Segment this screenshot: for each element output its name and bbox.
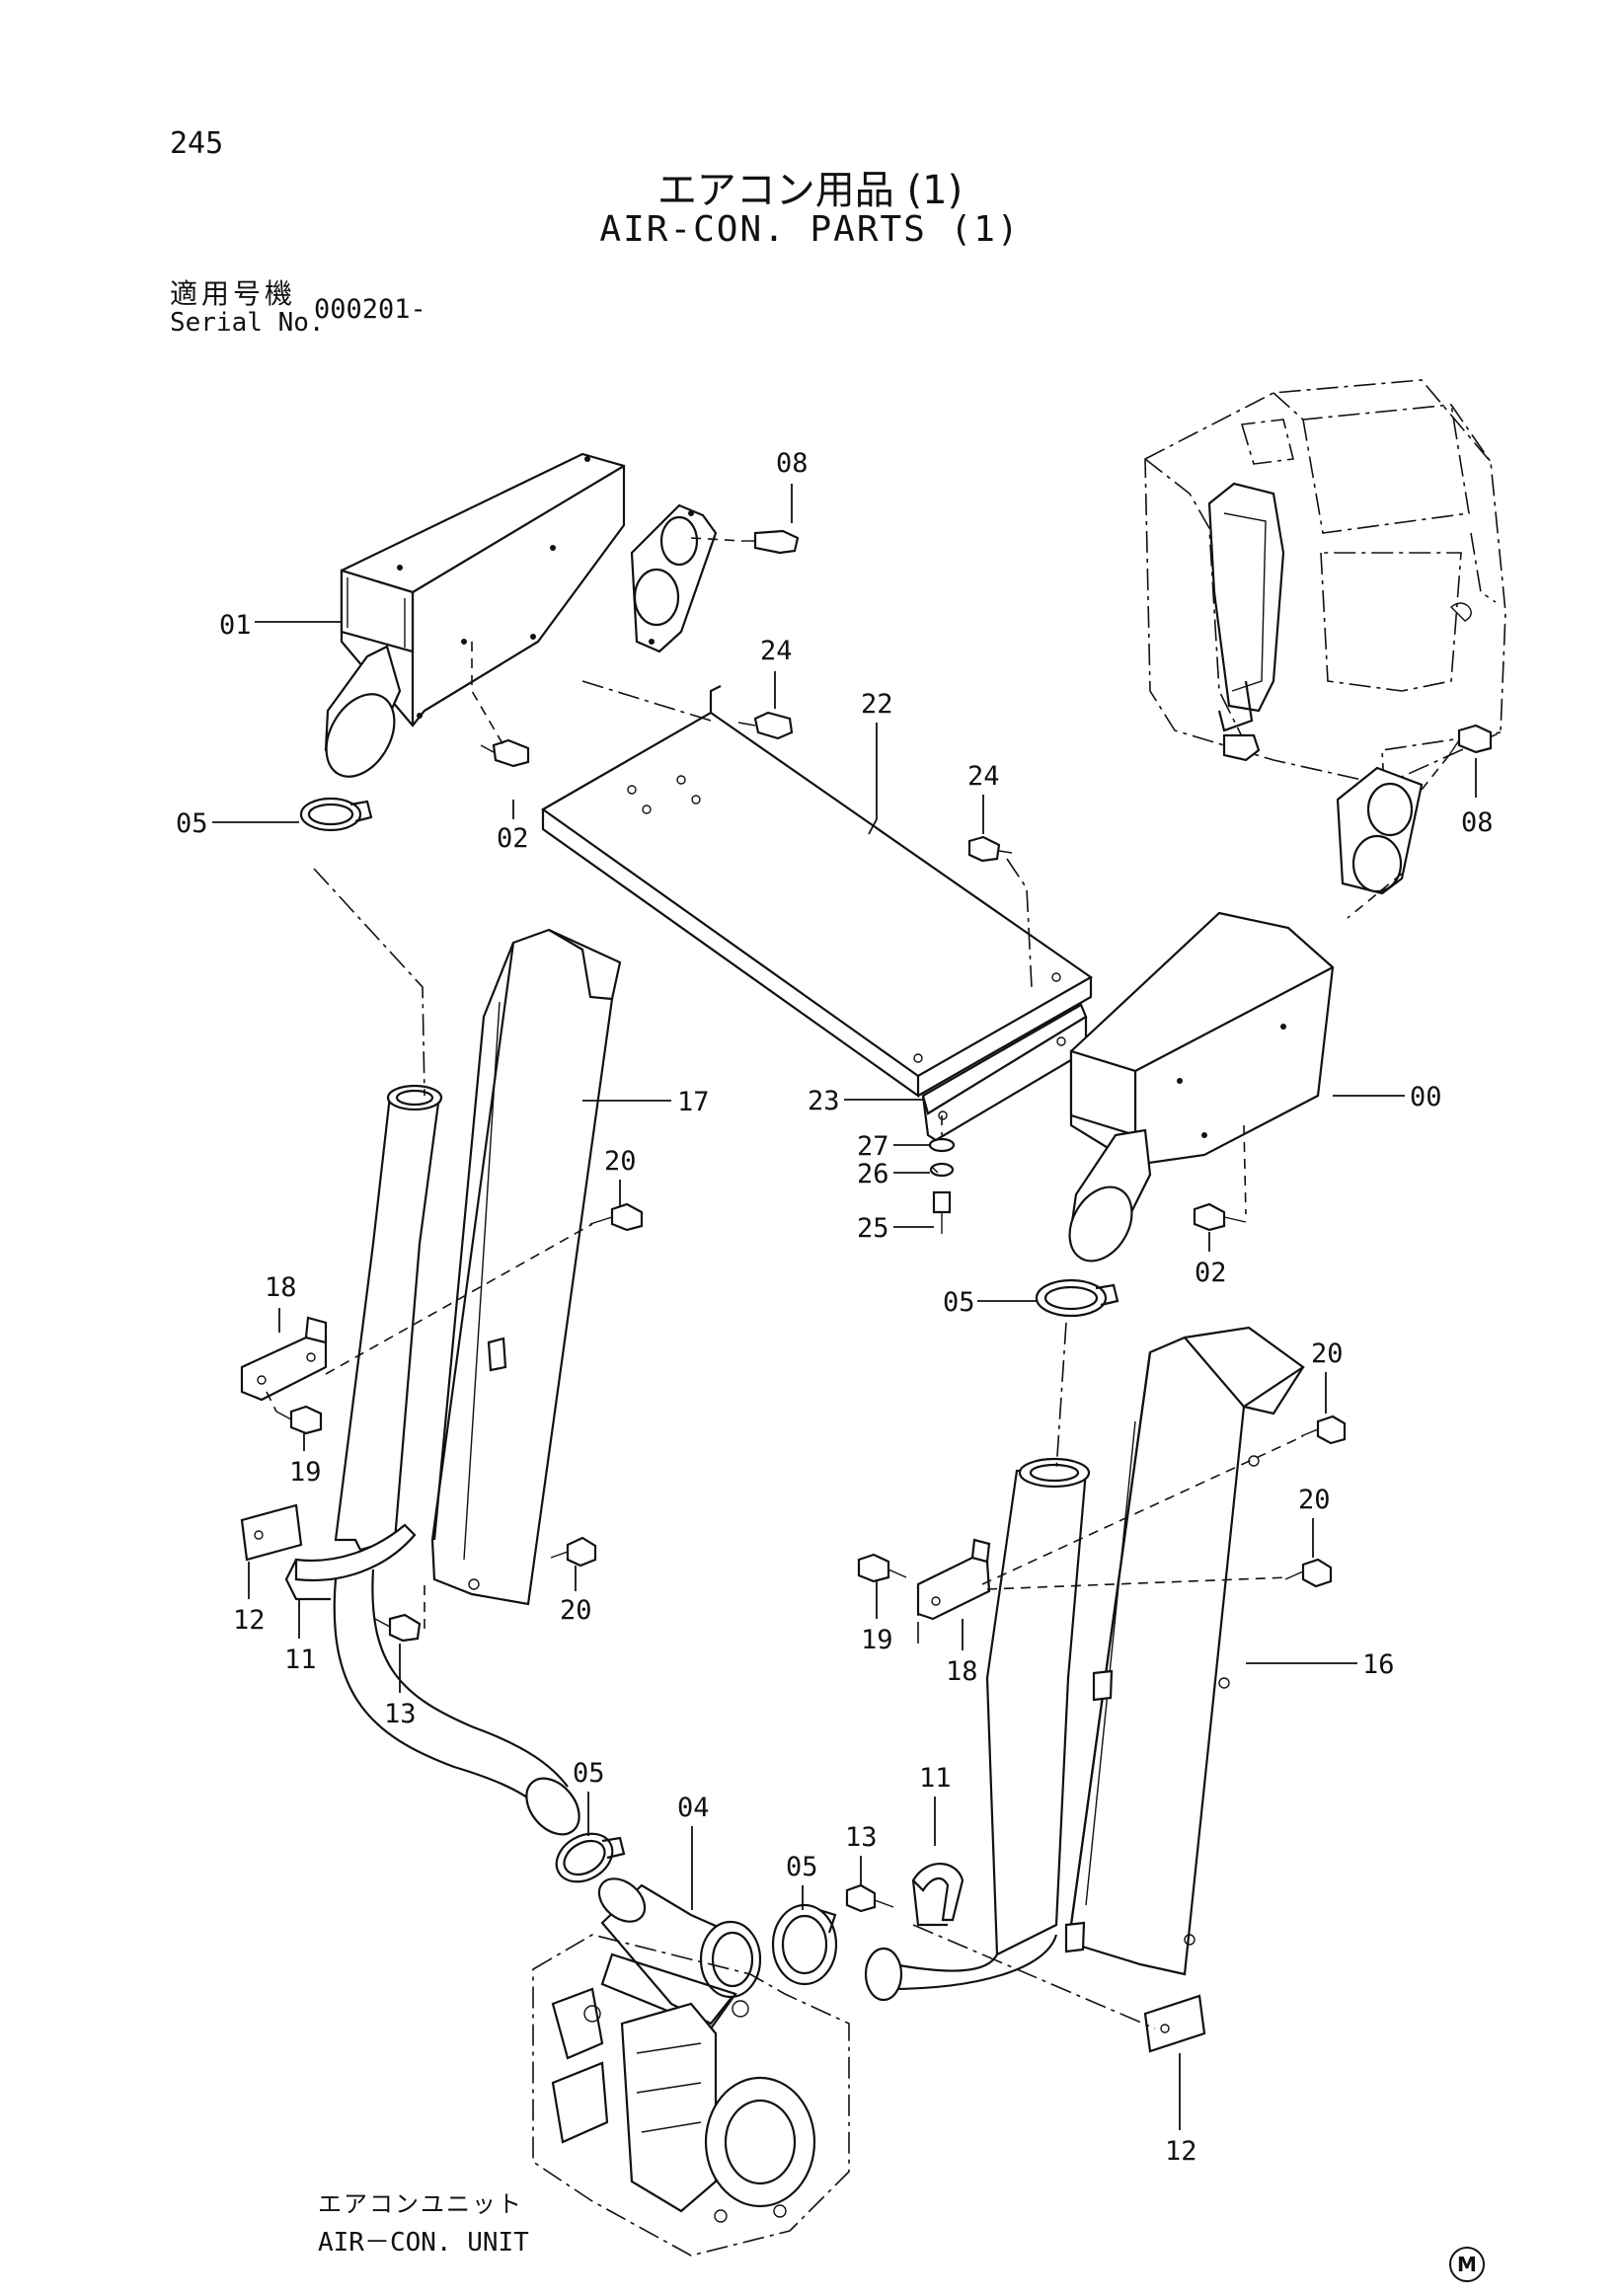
serial-label-english: Serial No. bbox=[170, 308, 325, 338]
callout: 08 bbox=[776, 448, 809, 479]
callout: 08 bbox=[1461, 807, 1494, 838]
bolt-13-left bbox=[374, 1613, 422, 1643]
washer-27 bbox=[928, 1137, 956, 1153]
bracket-18-left bbox=[240, 1316, 328, 1402]
callout: 13 bbox=[845, 1822, 878, 1853]
callout: 00 bbox=[1410, 1082, 1442, 1112]
louver-grille-upper bbox=[630, 503, 718, 653]
bolt-20-lower-left bbox=[550, 1536, 597, 1568]
callout: 20 bbox=[1311, 1339, 1344, 1369]
callout: 17 bbox=[677, 1087, 710, 1117]
callout: 20 bbox=[560, 1595, 592, 1626]
duct-cover-17 bbox=[430, 928, 622, 1606]
elbow-connector-04 bbox=[597, 1877, 762, 2026]
callout: 27 bbox=[857, 1131, 889, 1162]
air-con-unit-label-english: AIR－CON. UNIT bbox=[318, 2228, 529, 2258]
bolt-08-right bbox=[1448, 724, 1493, 756]
callout: 05 bbox=[176, 808, 208, 839]
page-number: 245 bbox=[170, 126, 224, 161]
strap-11-right bbox=[911, 1863, 964, 1927]
callout: 05 bbox=[786, 1852, 818, 1882]
hose-clamp-05-d bbox=[771, 1903, 838, 1986]
hose-clamp-05-a bbox=[299, 797, 373, 832]
duct-cover-16 bbox=[1064, 1326, 1305, 1976]
lock-washer-26 bbox=[929, 1162, 955, 1178]
bolt-24-right bbox=[967, 835, 1013, 863]
callout-labels: 08 01 24 22 05 02 24 08 17 23 00 27 26 2… bbox=[176, 448, 1494, 2167]
bolt-25 bbox=[932, 1190, 952, 1234]
callout: 24 bbox=[760, 636, 793, 666]
bolts bbox=[275, 529, 1493, 1913]
bolt-08-upper bbox=[742, 529, 800, 555]
bolt-20-right-lower bbox=[1284, 1558, 1333, 1588]
bolt-02-left bbox=[480, 738, 530, 768]
louver-grille-right bbox=[1336, 766, 1424, 895]
callout: 05 bbox=[943, 1287, 975, 1318]
callout: 02 bbox=[497, 823, 529, 854]
callout: 18 bbox=[946, 1656, 978, 1687]
callout: 20 bbox=[604, 1146, 637, 1177]
page-title-japanese: エアコン用品 (1) bbox=[656, 168, 964, 213]
bolt-19-left bbox=[275, 1405, 323, 1435]
bolt-13-right bbox=[845, 1883, 894, 1913]
bolt-19-right bbox=[857, 1553, 907, 1583]
mounting-plate-22 bbox=[540, 685, 1094, 1099]
callout: 16 bbox=[1362, 1649, 1395, 1680]
callout: 01 bbox=[219, 610, 252, 641]
strap-11-left bbox=[284, 1523, 417, 1601]
callout: 04 bbox=[677, 1793, 710, 1823]
callout: 20 bbox=[1298, 1485, 1331, 1515]
upper-right-duct-00 bbox=[1068, 911, 1335, 1263]
callout: 19 bbox=[861, 1625, 893, 1655]
air-con-unit-label-japanese: エアコンユニット bbox=[318, 2190, 523, 2218]
assembly-lines bbox=[266, 537, 1450, 2029]
callout: 05 bbox=[573, 1758, 605, 1789]
callout: 18 bbox=[265, 1272, 297, 1303]
callout: 25 bbox=[857, 1213, 889, 1244]
callout: 23 bbox=[808, 1086, 840, 1116]
callout: 12 bbox=[1165, 2136, 1197, 2167]
callout: 11 bbox=[284, 1645, 317, 1675]
callout: 02 bbox=[1195, 1258, 1227, 1288]
hose-clamp-05-c bbox=[555, 1832, 626, 1883]
plate-12-right bbox=[1143, 1994, 1206, 2053]
operator-cab-outline bbox=[1144, 379, 1506, 786]
left-vertical-pipe bbox=[333, 1084, 580, 1836]
hose-clamp-05-b bbox=[1035, 1278, 1119, 1318]
callout: 19 bbox=[289, 1457, 322, 1488]
bracket-18-right bbox=[916, 1538, 991, 1621]
upper-left-duct-01 bbox=[324, 452, 626, 778]
serial-number-value: 000201- bbox=[314, 294, 426, 325]
circled-m-mark: M bbox=[1449, 2247, 1485, 2282]
page-title-english: AIR-CON. PARTS (1) bbox=[599, 209, 1021, 250]
callout: 12 bbox=[233, 1605, 266, 1636]
leader-lines bbox=[212, 484, 1477, 2130]
callout: 11 bbox=[919, 1763, 952, 1794]
bolt-20-upper bbox=[589, 1202, 644, 1232]
right-vertical-pipe bbox=[864, 1457, 1091, 2002]
bolt-20-right-upper bbox=[1300, 1415, 1347, 1445]
callout: 13 bbox=[384, 1699, 417, 1729]
callout: 22 bbox=[861, 689, 893, 720]
plate-12-left bbox=[240, 1503, 303, 1562]
air-con-unit bbox=[532, 1934, 850, 2257]
callout: 26 bbox=[857, 1159, 889, 1189]
bolt-24-upper bbox=[737, 711, 794, 740]
serial-label-japanese: 適用号機 bbox=[170, 277, 297, 310]
bolt-02-right bbox=[1193, 1202, 1247, 1232]
callout: 24 bbox=[967, 761, 1000, 792]
